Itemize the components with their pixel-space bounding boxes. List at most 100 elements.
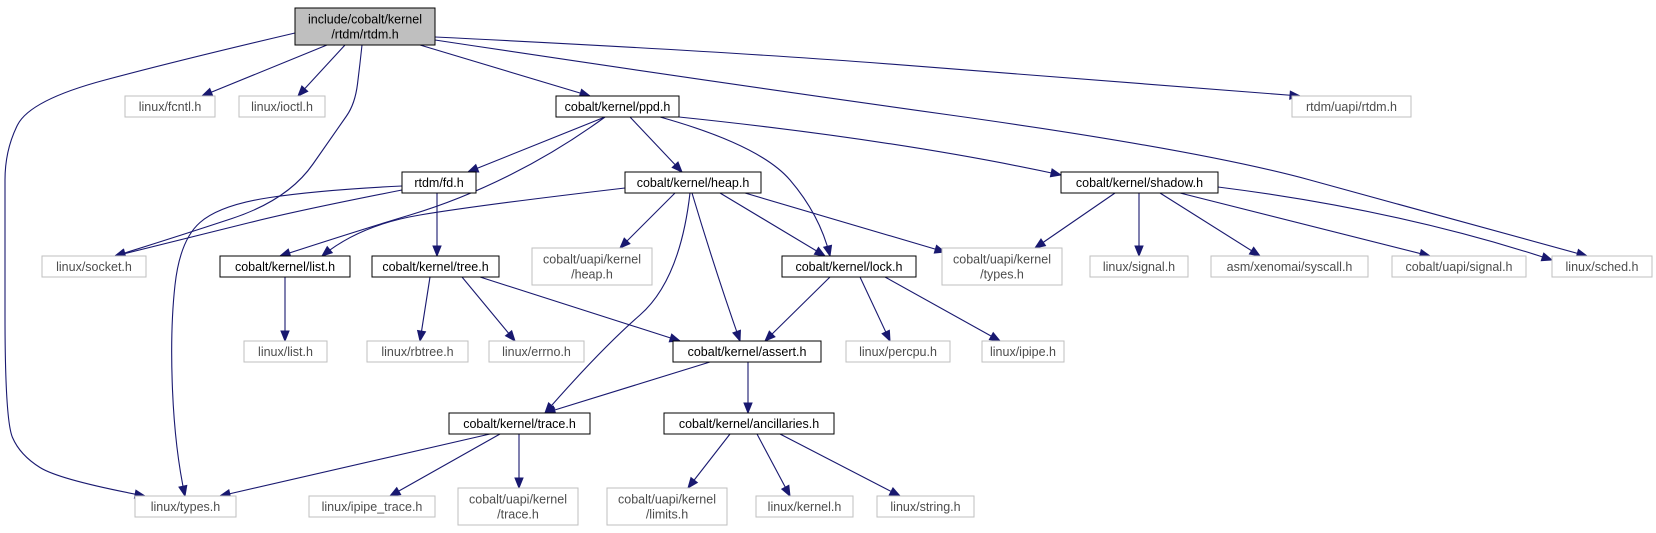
- node-uapi-heap: cobalt/uapi/kernel/heap.h: [531, 247, 653, 286]
- edge-line: [419, 44, 591, 97]
- node-lock[interactable]: cobalt/kernel/lock.h: [781, 255, 917, 278]
- node-box: [555, 95, 680, 118]
- edge-shadow-to-syscall: [1159, 192, 1262, 257]
- node-box: [308, 495, 436, 518]
- arrowhead: [1248, 246, 1262, 257]
- node-box: [755, 495, 854, 518]
- edge-rtdm_h-to-ioctl: [297, 44, 346, 97]
- edge-line: [461, 276, 516, 342]
- node-shadow[interactable]: cobalt/kernel/shadow.h: [1060, 171, 1219, 194]
- node-linux-list: linux/list.h: [243, 340, 328, 363]
- header-nodes: include/cobalt/kernel/rtdm/rtdm.h linux/f…: [41, 7, 1653, 526]
- node-label: cobalt/kernel/list.h: [235, 260, 335, 274]
- edge-line: [114, 44, 363, 257]
- node-label: linux/sched.h: [1566, 260, 1639, 274]
- edge-line: [678, 116, 1062, 176]
- edge-ancillaries-to-uapi_limits: [687, 433, 731, 490]
- node-fcntl: linux/fcntl.h: [124, 95, 216, 118]
- node-box: [672, 340, 822, 363]
- node-label: linux/rbtree.h: [381, 345, 453, 359]
- node-label: rtdm/uapi/rtdm.h: [1306, 100, 1397, 114]
- edge-line: [1034, 192, 1116, 249]
- node-list[interactable]: cobalt/kernel/list.h: [219, 255, 351, 278]
- edge-shadow-to-sched: [1217, 186, 1554, 262]
- node-label: linux/string.h: [890, 500, 960, 514]
- edge-ppd-to-lock: [659, 116, 833, 258]
- edge-heap-to-uapi_heap: [619, 192, 676, 249]
- arrowhead: [320, 245, 334, 257]
- edge-line: [467, 116, 606, 173]
- edge-line: [297, 44, 346, 97]
- arrowhead: [514, 477, 524, 490]
- node-box: [1060, 171, 1219, 194]
- node-box: [845, 340, 951, 363]
- node-label: cobalt/uapi/kernel: [469, 493, 567, 507]
- edge-line: [884, 276, 1001, 342]
- edge-tree-to-rbtree: [416, 276, 431, 343]
- node-label: cobalt/kernel/tree.h: [382, 260, 488, 274]
- edge-trace-to-uapi_trace: [514, 434, 524, 490]
- arrowhead: [1033, 238, 1047, 249]
- node-label: linux/fcntl.h: [139, 100, 202, 114]
- edge-line: [756, 433, 791, 497]
- node-label: linux/percpu.h: [859, 345, 937, 359]
- node-label: linux/errno.h: [502, 345, 571, 359]
- node-label: linux/ipipe_trace.h: [322, 500, 423, 514]
- node-fd[interactable]: rtdm/fd.h: [401, 171, 477, 194]
- node-uapi-limits: cobalt/uapi/kernel/limits.h: [606, 487, 728, 526]
- node-ancillaries[interactable]: cobalt/kernel/ancillaries.h: [663, 412, 835, 435]
- node-box: [134, 495, 237, 518]
- node-tree[interactable]: cobalt/kernel/tree.h: [371, 255, 500, 278]
- edge-line: [1217, 186, 1553, 261]
- edge-line: [419, 276, 431, 342]
- arrowhead: [504, 329, 516, 343]
- edge-line: [434, 36, 1301, 97]
- node-label: linux/ioctl.h: [251, 100, 313, 114]
- node-box: [531, 247, 653, 286]
- node-box: [663, 412, 835, 435]
- edge-ppd-to-shadow: [678, 116, 1063, 178]
- node-box: [1551, 255, 1653, 278]
- edge-line: [114, 189, 403, 257]
- edge-lock-to-ipipe: [884, 276, 1002, 342]
- arrowhead: [1540, 252, 1554, 262]
- arrowhead: [1134, 245, 1144, 258]
- node-box: [624, 171, 762, 194]
- node-box: [457, 487, 579, 526]
- edge-heap-to-assert: [691, 192, 741, 343]
- arrowhead: [619, 237, 631, 249]
- node-label: /trace.h: [497, 508, 539, 522]
- edge-line: [1179, 192, 1431, 257]
- edge-line: [171, 185, 403, 497]
- node-trace[interactable]: cobalt/kernel/trace.h: [448, 412, 591, 435]
- node-label: cobalt/uapi/kernel: [618, 493, 716, 507]
- node-box: [1089, 255, 1189, 278]
- arrowhead: [988, 331, 1002, 342]
- edge-shadow-to-signal: [1134, 193, 1144, 258]
- edge-line: [389, 433, 501, 497]
- node-string: linux/string.h: [876, 495, 975, 518]
- node-label: include/cobalt/kernel: [308, 13, 422, 27]
- edge-line: [779, 433, 901, 497]
- arrowhead: [813, 246, 827, 257]
- arrowhead: [671, 161, 683, 173]
- edge-assert-to-trace: [543, 361, 711, 415]
- edge-ancillaries-to-string: [779, 433, 902, 497]
- node-heap[interactable]: cobalt/kernel/heap.h: [624, 171, 762, 194]
- node-ppd[interactable]: cobalt/kernel/ppd.h: [555, 95, 680, 118]
- node-box: [941, 247, 1063, 286]
- edge-line: [4, 32, 296, 497]
- edge-fd-to-tree: [432, 193, 442, 258]
- node-rbtree: linux/rbtree.h: [366, 340, 469, 363]
- edge-line: [859, 276, 891, 342]
- node-sched: linux/sched.h: [1551, 255, 1653, 278]
- edge-line: [219, 433, 491, 497]
- edge-heap-to-trace: [544, 192, 691, 415]
- edge-rtdm_h-to-sched: [434, 39, 1589, 258]
- node-box: [981, 340, 1065, 363]
- node-assert[interactable]: cobalt/kernel/assert.h: [672, 340, 822, 363]
- edge-line: [764, 276, 831, 342]
- node-label: /rtdm/rtdm.h: [331, 28, 398, 42]
- edge-line: [687, 433, 731, 489]
- edge-tree-to-errno: [461, 276, 516, 343]
